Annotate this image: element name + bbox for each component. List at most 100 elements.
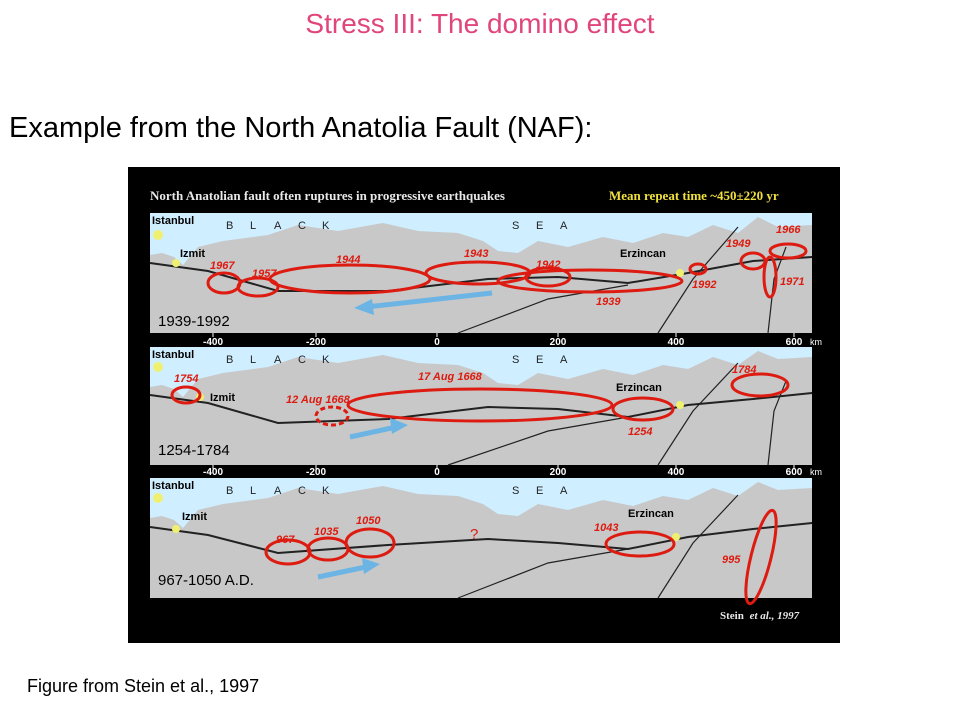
rupture-ellipse — [730, 372, 790, 398]
city-marker — [153, 493, 163, 503]
scale-tick: 400 — [668, 337, 685, 348]
rupture-ellipse — [170, 385, 202, 405]
sea-letter: S — [512, 354, 519, 366]
rupture-ellipse — [344, 527, 396, 559]
rupture-year: 1966 — [776, 224, 801, 236]
sea-letter: C — [298, 354, 306, 366]
fault-branch — [457, 284, 629, 334]
rupture-year: 1043 — [594, 522, 618, 534]
rupture-ellipse — [268, 263, 432, 295]
rupture-year: 1943 — [464, 248, 488, 260]
figure-caption: Figure from Stein et al., 1997 — [27, 676, 260, 696]
city-label: Erzincan — [616, 382, 662, 394]
scale-tick: 600 — [786, 467, 803, 478]
propagation-arrow — [317, 564, 367, 580]
rupture-ellipse — [688, 262, 708, 276]
scale-bar: -400 -200 0 200 400 600 km — [203, 465, 822, 478]
fault-branch — [447, 416, 629, 466]
rupture-ellipse — [524, 266, 572, 288]
sea-letter: K — [322, 220, 330, 232]
sea-letter: A — [560, 220, 568, 232]
scale-tick: 400 — [668, 467, 685, 478]
scale-tick: -400 — [203, 467, 223, 478]
sea-letter: K — [322, 354, 330, 366]
rupture-ellipse — [762, 255, 778, 299]
rupture-year: 1035 — [314, 526, 339, 538]
rupture-ellipse — [611, 396, 675, 422]
sea-letter: S — [512, 220, 519, 232]
sea-letter: A — [560, 354, 568, 366]
sea-letter: E — [536, 485, 543, 497]
period-label: 1254-1784 — [158, 442, 230, 459]
rupture-year: 1939 — [596, 296, 621, 308]
scale-unit: km — [810, 467, 822, 477]
rupture-year: ? — [470, 526, 478, 543]
rupture-year: 1050 — [356, 515, 381, 527]
slide-heading: Example from the North Anatolia Fault (N… — [9, 112, 593, 144]
rupture-year: 1967 — [210, 260, 235, 272]
panel-1939-1992: B L A C K S E A Istanbul Izmit Erzincan — [149, 213, 813, 334]
propagation-arrow — [365, 290, 493, 310]
scale-tick: 600 — [786, 337, 803, 348]
sea-letter: K — [322, 485, 330, 497]
rupture-year: 1784 — [732, 364, 756, 376]
scale-tick: 0 — [434, 337, 440, 348]
sea-letter: S — [512, 485, 519, 497]
fault-branch — [657, 494, 739, 599]
sea-letter: C — [298, 485, 306, 497]
propagation-arrowhead — [362, 558, 380, 574]
sea-letter: B — [226, 220, 233, 232]
credit-rest: et al., 1997 — [750, 610, 800, 622]
sea-letter: A — [560, 485, 568, 497]
city-marker — [153, 230, 163, 240]
naf-figure: North Anatolian fault often ruptures in … — [128, 167, 840, 643]
city-marker — [672, 533, 680, 541]
sea-letter: E — [536, 354, 543, 366]
city-marker — [153, 362, 163, 372]
rupture-ellipse — [496, 268, 684, 294]
sea-letter: B — [226, 485, 233, 497]
credit-name: Stein — [720, 610, 744, 622]
scale-bar: -400 -200 0 200 400 600 km — [203, 333, 822, 348]
city-marker — [676, 269, 684, 277]
rupture-year: 1754 — [174, 373, 198, 385]
sea-letter: B — [226, 354, 233, 366]
rupture-year: 995 — [722, 554, 741, 566]
rupture-year: 1971 — [780, 276, 804, 288]
rupture-year: 1944 — [336, 254, 360, 266]
fault-line — [149, 392, 813, 425]
rupture-ellipse — [236, 276, 280, 298]
sea-letter: C — [298, 220, 306, 232]
sea-letter: A — [274, 220, 282, 232]
rupture-year: 1957 — [252, 268, 277, 280]
fault-branch — [457, 548, 629, 599]
sea-letter: L — [250, 485, 256, 497]
rupture-year: 17 Aug 1668 — [418, 371, 483, 383]
black-sea — [150, 478, 812, 528]
scale-tick: 200 — [550, 337, 567, 348]
fault-branch — [657, 226, 739, 334]
city-label: Erzincan — [628, 508, 674, 520]
city-marker — [172, 525, 180, 533]
scale-tick: -400 — [203, 337, 223, 348]
city-label: Izmit — [180, 248, 205, 260]
figure-subtitle: Mean repeat time ~450±220 yr — [609, 188, 779, 203]
fault-line — [149, 522, 813, 555]
sea-letter: E — [536, 220, 543, 232]
sea-letter: A — [274, 485, 282, 497]
panel-1254-1784: B L A C K S E A Istanbul Izmit Erzincan … — [149, 347, 813, 466]
rupture-year: 967 — [276, 534, 295, 546]
svg-text:Stein et al., 1997: Stein et al., 1997 — [720, 610, 800, 622]
rupture-year: 12 Aug 1668 — [286, 394, 351, 406]
city-label: Erzincan — [620, 248, 666, 260]
city-label: Istanbul — [152, 349, 194, 361]
sea-letter: L — [250, 220, 256, 232]
period-label: 1939-1992 — [158, 313, 230, 330]
rupture-year: 1254 — [628, 426, 652, 438]
propagation-arrowhead — [390, 418, 408, 434]
figure-title: North Anatolian fault often ruptures in … — [150, 188, 505, 203]
city-marker — [676, 401, 684, 409]
scale-unit: km — [810, 337, 822, 347]
rupture-year: 1942 — [536, 259, 560, 271]
black-sea — [150, 213, 812, 265]
